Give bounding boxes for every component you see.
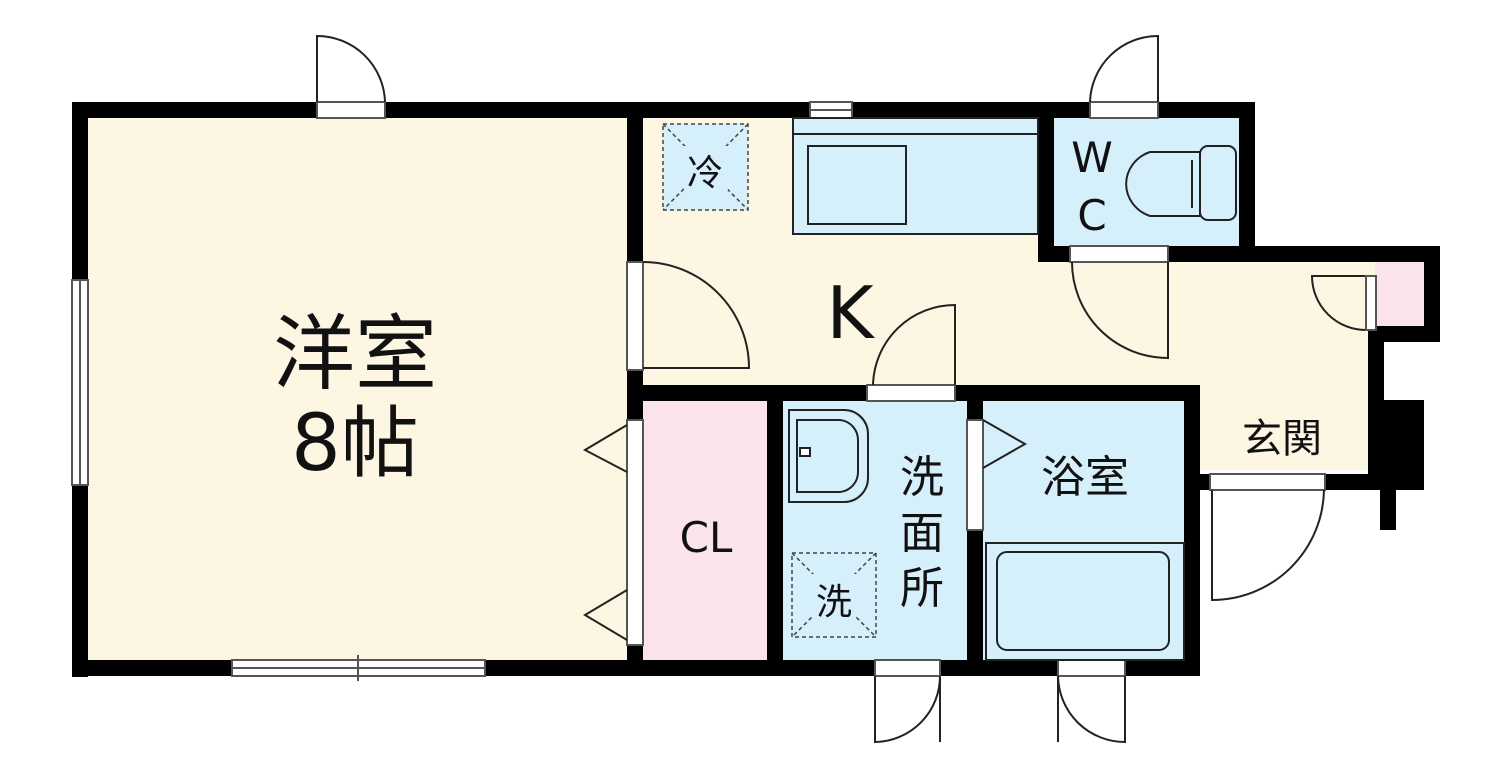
door-western-top xyxy=(316,34,386,119)
door-wc xyxy=(1069,245,1169,360)
door-washroom xyxy=(866,303,956,402)
washroom-label-1: 洗 xyxy=(900,452,944,503)
door-washroom-bottom xyxy=(874,659,941,744)
door-wc-exterior xyxy=(1089,34,1159,119)
shoe-box xyxy=(1375,255,1430,335)
wc-label-w: W xyxy=(1071,133,1113,182)
door-closet xyxy=(582,419,644,646)
entrance-floor xyxy=(1190,395,1375,470)
closet-floor xyxy=(635,395,775,665)
hall-floor xyxy=(1045,255,1375,395)
kitchen-label: K xyxy=(826,271,875,355)
door-bathroom-bottom xyxy=(1057,659,1126,744)
washbasin-icon xyxy=(788,409,870,503)
fridge-label: 冷 xyxy=(687,153,723,194)
western-room-floor xyxy=(80,110,635,665)
closet-label: CL xyxy=(680,513,733,562)
bathroom-label: 浴室 xyxy=(1041,452,1129,503)
door-bathroom xyxy=(966,419,1028,531)
fridge-space: 冷 xyxy=(662,123,749,211)
sink-icon xyxy=(807,145,907,225)
entrance-label: 玄関 xyxy=(1242,416,1322,462)
door-kitchen-western xyxy=(626,261,751,371)
bathtub-icon xyxy=(985,542,1185,661)
wc-label-c: C xyxy=(1077,191,1106,240)
kitchen-counter xyxy=(792,117,1039,235)
walls xyxy=(72,102,1440,677)
washroom-label-3: 所 xyxy=(900,563,944,614)
toilet-icon xyxy=(1125,145,1237,221)
washer-label: 洗 xyxy=(816,582,852,623)
western-room-size: 8帖 xyxy=(291,399,419,489)
washer-space: 洗 xyxy=(791,552,877,638)
washroom-label-2: 面 xyxy=(900,508,944,559)
windows xyxy=(71,101,853,681)
door-shoe-box xyxy=(1310,275,1377,331)
door-entrance xyxy=(1209,473,1326,602)
western-room-name: 洋室 xyxy=(273,307,437,402)
